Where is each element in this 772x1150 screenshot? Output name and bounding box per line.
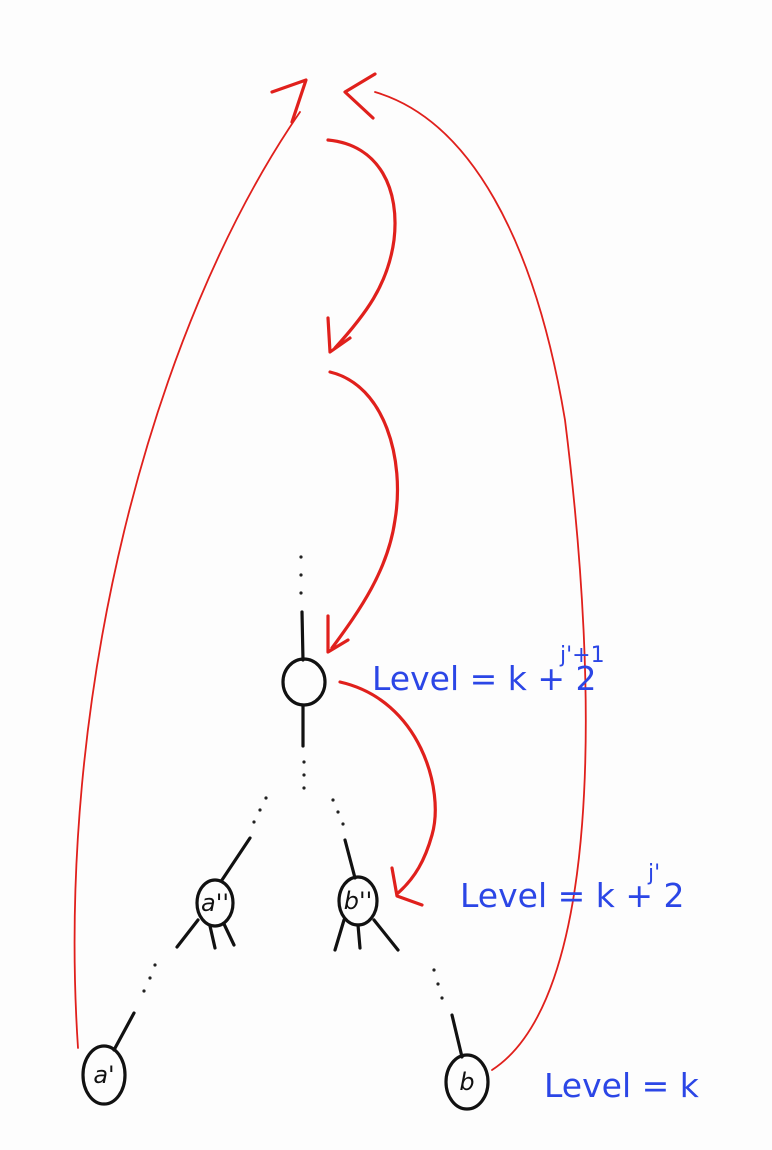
- ellipsis-dot: [153, 963, 157, 967]
- svg-text:a': a': [93, 1061, 114, 1089]
- ellipsis-dot: [436, 982, 440, 986]
- ellipsis-dot: [302, 760, 306, 764]
- ellipsis-dot: [142, 989, 146, 993]
- edge-a-double-prime-child: [175, 918, 200, 949]
- ellipsis-dot: [258, 808, 262, 812]
- node-top: [281, 657, 327, 707]
- arrow-descend-2-head: [326, 614, 350, 654]
- svg-text:b: b: [459, 1068, 474, 1096]
- ellipsis-dot: [264, 796, 268, 800]
- edge-to-a-prime: [112, 1011, 136, 1052]
- ellipsis-dot: [440, 996, 444, 1000]
- ellipsis-dot: [341, 822, 345, 826]
- edge-b-double-prime-child: [372, 918, 400, 952]
- edge-to-b: [450, 1013, 464, 1059]
- edge-to-b-double-prime: [343, 838, 357, 880]
- arrow-descend-2: [328, 370, 400, 650]
- arrow-descend-1: [326, 138, 397, 350]
- arrow-a-prime-up-head: [270, 78, 308, 124]
- arrow-a-prime-up: [73, 111, 301, 1049]
- svg-text:j'+1: j'+1: [559, 643, 605, 668]
- edge-to-a-double-prime: [220, 836, 252, 882]
- svg-text:Level = k + 2: Level = k + 2: [372, 659, 596, 698]
- ellipsis-dot: [432, 968, 436, 972]
- arrow-to-b-double-prime-head: [390, 866, 424, 907]
- node-b-double-prime: b'': [337, 875, 379, 927]
- level-label-bottom: Level = k: [544, 1066, 700, 1105]
- ellipsis-dot: [252, 820, 256, 824]
- svg-text:a'': a'': [201, 889, 229, 917]
- svg-text:Level = k + 2: Level = k + 2: [460, 876, 684, 915]
- arrow-to-b-double-prime: [338, 680, 437, 895]
- svg-text:j': j': [647, 861, 660, 886]
- level-label-top: Level = k + 2 j'+1: [372, 643, 605, 698]
- ellipsis-dot: [148, 976, 152, 980]
- ellipsis-dot: [331, 798, 335, 802]
- node-a-prime: a': [81, 1044, 127, 1106]
- ellipsis-dot: [299, 591, 303, 595]
- edge-b-double-prime-child: [356, 923, 362, 950]
- ellipsis-dot: [299, 555, 303, 559]
- arrow-b-up: [374, 91, 587, 1071]
- arrow-b-up-head: [343, 72, 377, 120]
- arrow-descend-1-head: [326, 316, 352, 354]
- edge-top-up: [300, 610, 305, 662]
- ellipsis-dot: [336, 810, 340, 814]
- node-b: b: [444, 1053, 490, 1111]
- ellipsis-dot: [299, 573, 303, 577]
- level-label-middle: Level = k + 2 j': [460, 861, 684, 915]
- edge-b-double-prime-child: [333, 918, 346, 952]
- node-a-double-prime: a'': [195, 878, 235, 928]
- ellipsis-dot: [302, 786, 306, 790]
- edge-a-double-prime-child: [208, 924, 217, 950]
- svg-text:b'': b'': [344, 887, 372, 915]
- ellipsis-dot: [302, 773, 306, 777]
- edge-a-double-prime-child: [222, 922, 236, 947]
- svg-text:Level = k: Level = k: [544, 1066, 700, 1105]
